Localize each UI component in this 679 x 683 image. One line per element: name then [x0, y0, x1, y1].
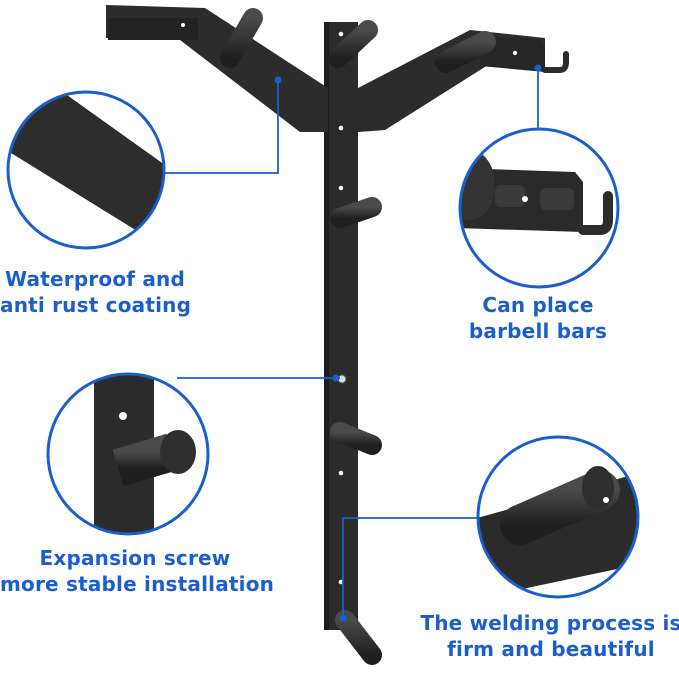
vertical-post [324, 22, 358, 630]
callout-label-welding: The welding process is firm and beautifu… [420, 610, 679, 662]
barbell-bracket [480, 37, 545, 72]
peg [335, 610, 382, 665]
detail-circle-coating [6, 90, 166, 250]
callout-label-coating: Waterproof and anti rust coating [0, 266, 192, 318]
callout-line-coating [164, 80, 279, 174]
callout-lines [164, 69, 539, 618]
callout-text-line: more stable installation [0, 572, 275, 596]
peg [328, 20, 378, 68]
rack [106, 5, 569, 665]
peg [435, 31, 496, 73]
peg [330, 422, 382, 455]
callout-label-screw: Expansion screw more stable installation [0, 545, 275, 597]
detail-circle-welding [476, 435, 640, 599]
peg [330, 197, 382, 228]
peg [220, 8, 263, 68]
callout-text-line: Can place [482, 293, 594, 317]
callout-text-line: Waterproof and [4, 267, 185, 291]
callout-label-barbell: Can place barbell bars [458, 292, 618, 344]
callout-text-line: firm and beautiful [447, 637, 655, 661]
callout-dots [274, 64, 542, 622]
callout-line-welding [342, 517, 478, 618]
callout-text-line: anti rust coating [0, 293, 192, 317]
callout-text-line: The welding process is [420, 611, 679, 635]
detail-circle-barbell [458, 127, 620, 289]
callout-text-line: Expansion screw [39, 546, 231, 570]
detail-circle-screw [46, 372, 210, 536]
callout-text-line: barbell bars [468, 319, 608, 343]
